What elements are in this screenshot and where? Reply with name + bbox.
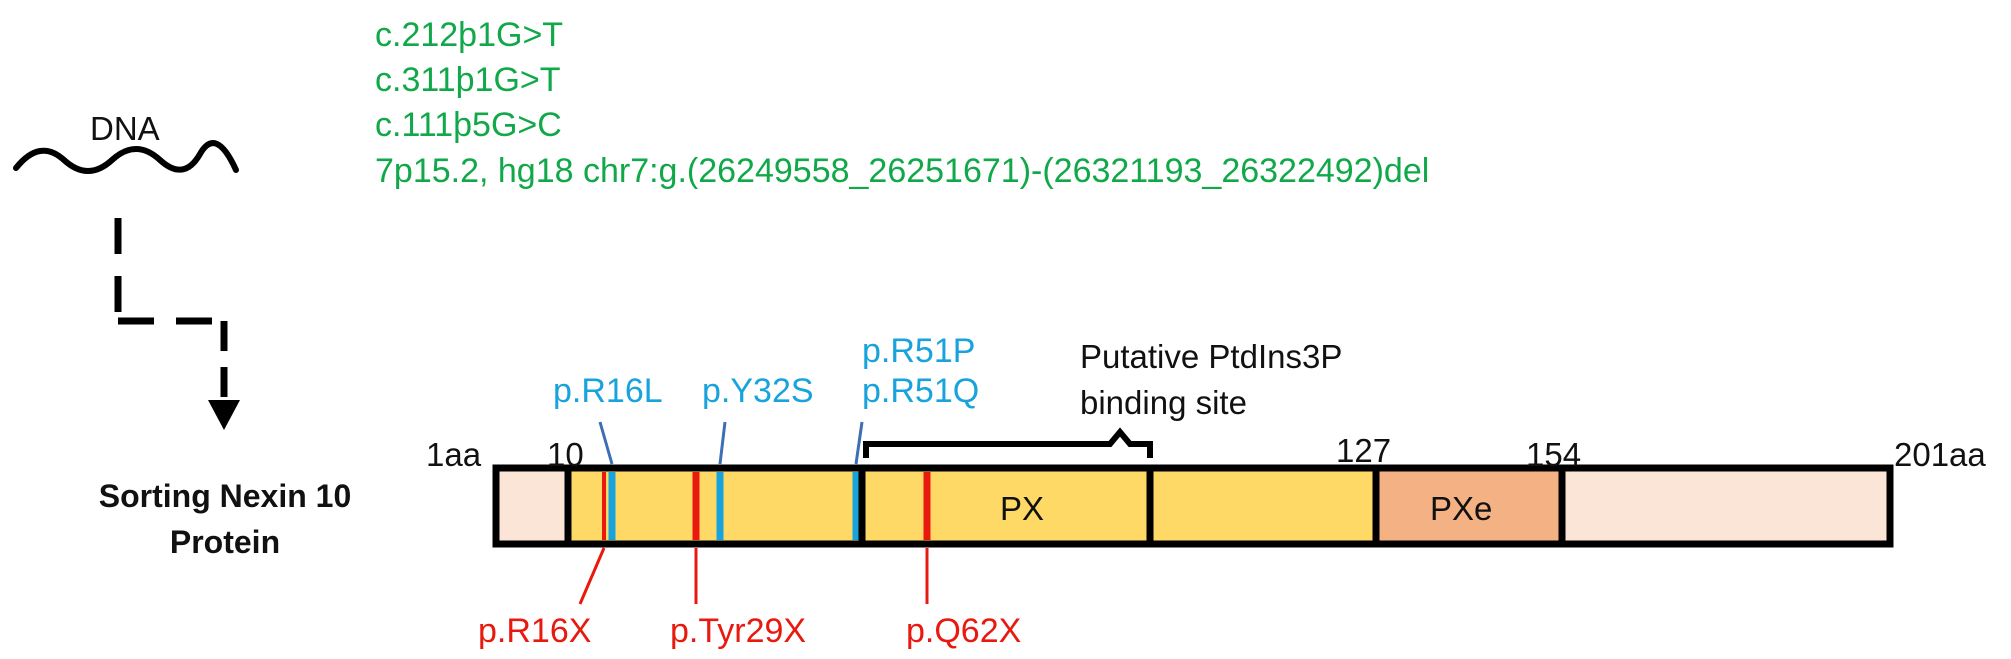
dna-variant: 7p15.2, hg18 chr7:g.(26249558_26251671)-… xyxy=(375,152,1430,190)
leader-r16x xyxy=(578,547,606,605)
position-end: 201aa xyxy=(1894,436,1986,473)
nonsense-label: p.R16X xyxy=(478,612,592,650)
protein-label-line2: Protein xyxy=(169,524,281,560)
missense-label: p.Y32S xyxy=(702,372,814,410)
dna-label: DNA xyxy=(90,110,160,147)
position-10: 10 xyxy=(547,436,584,473)
position-start: 1aa xyxy=(426,436,482,473)
binding-site-label-line2: binding site xyxy=(1080,384,1247,421)
dna-variant: c.111þ5G>C xyxy=(375,106,562,144)
segment-px-domain xyxy=(568,468,1376,544)
domain-label-pxe: PXe xyxy=(1430,490,1493,527)
domain-label-px: PX xyxy=(1000,490,1045,527)
missense-label: p.R16L xyxy=(553,372,663,410)
nonsense-label: p.Q62X xyxy=(906,612,1022,650)
segment-c-terminal xyxy=(1562,468,1890,544)
dna-variant: c.212þ1G>T xyxy=(375,16,564,54)
leader-y32s xyxy=(718,421,727,465)
protein-bar-outline xyxy=(492,464,1894,548)
position-127: 127 xyxy=(1336,432,1392,469)
dna-variant: c.311þ1G>T xyxy=(375,61,561,99)
dna-wave-icon xyxy=(13,140,239,174)
arrow-head-icon xyxy=(208,400,240,430)
translation-arrow-icon xyxy=(114,218,228,400)
leader-r16l xyxy=(598,421,614,465)
leader-r51 xyxy=(854,421,864,465)
segment-n-terminal xyxy=(496,468,568,544)
protein-label-line1: Sorting Nexin 10 xyxy=(98,478,352,514)
nonsense-label: p.Tyr29X xyxy=(670,612,807,650)
missense-label: p.R51Q xyxy=(862,372,980,410)
missense-label: p.R51P xyxy=(862,332,976,370)
binding-site-label-line1: Putative PtdIns3P xyxy=(1080,338,1343,375)
position-154: 154 xyxy=(1526,436,1582,473)
segment-pxe-domain xyxy=(1376,468,1562,544)
binding-site-bracket xyxy=(863,427,1153,458)
